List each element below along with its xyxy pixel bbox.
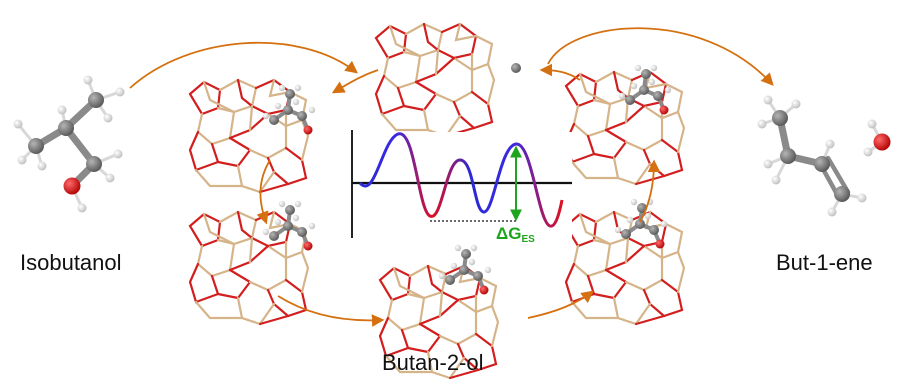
arrow-top-to-upper-left [331, 69, 379, 94]
isobutanol-molecule [13, 75, 125, 213]
arrow-bottom-to-lower-right [527, 290, 595, 319]
zeolite-framework-upper-right [564, 62, 686, 186]
label-butene: But-1-ene [776, 250, 873, 275]
zeolite-framework-upper-left [188, 78, 318, 194]
arrow-upper-right-to-top [539, 63, 581, 81]
water-molecule [863, 119, 891, 157]
arrow-lower-left-to-bottom [277, 295, 385, 327]
energy-span-subscript: ES [521, 234, 535, 245]
arrow-upper-left-down [256, 159, 271, 225]
zeolite-framework-top [374, 22, 521, 138]
butene-molecule [757, 95, 867, 217]
cycle-arrows [129, 27, 774, 327]
energy-span-label: ΔGES [496, 224, 535, 245]
arrow-lower-right-up [639, 159, 661, 223]
energy-profile-curve [358, 132, 564, 228]
label-isobutanol: Isobutanol [20, 250, 122, 275]
arrow-isobutanol-in [129, 41, 358, 89]
energy-profile [350, 130, 572, 238]
energy-span-symbol: ΔG [496, 224, 522, 243]
label-butanol: Butan-2-ol [382, 350, 484, 375]
arrow-butene-out [547, 27, 774, 86]
zeolite-framework-lower-right [564, 196, 686, 326]
